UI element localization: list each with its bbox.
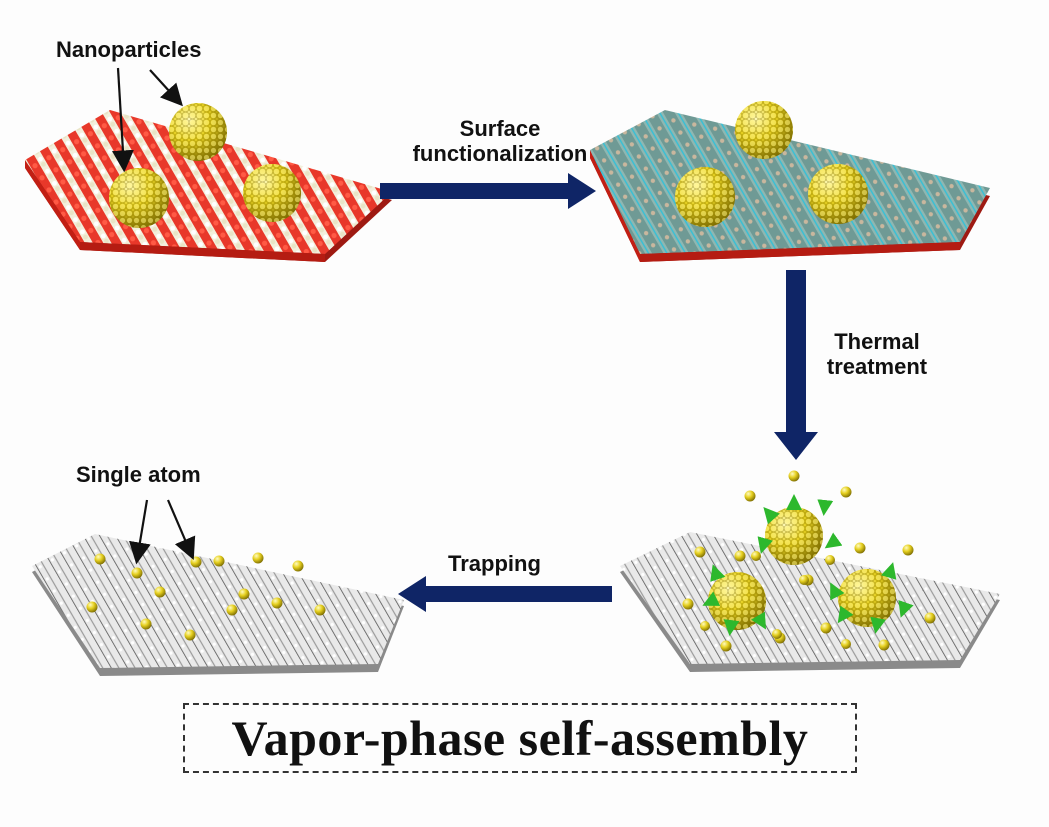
single-atom bbox=[799, 575, 809, 585]
single-atom bbox=[154, 586, 166, 598]
nanoparticle bbox=[808, 164, 868, 224]
emission-arrow bbox=[710, 564, 726, 582]
single-atom bbox=[854, 542, 866, 554]
pointer-arrow bbox=[129, 499, 151, 565]
surface-label-line2: functionalization bbox=[412, 141, 588, 167]
single-atom bbox=[840, 486, 852, 498]
trapping-label: Trapping bbox=[448, 551, 541, 576]
nanoparticles-label: Nanoparticles bbox=[56, 37, 202, 62]
single-atom bbox=[682, 598, 694, 610]
process-arrow-left bbox=[398, 576, 612, 612]
single-atom bbox=[131, 567, 143, 579]
pointer-arrow bbox=[111, 67, 134, 173]
emission-arrow bbox=[723, 619, 740, 636]
single-atom bbox=[271, 597, 283, 609]
single-atom bbox=[314, 604, 326, 616]
emission-arrow bbox=[880, 562, 897, 580]
single-atom bbox=[94, 553, 106, 565]
surface-label-line1: Surface bbox=[459, 116, 541, 141]
single-atom bbox=[902, 544, 914, 556]
pointer-arrow bbox=[166, 499, 196, 561]
single-atom bbox=[700, 621, 710, 631]
emitted-atoms bbox=[682, 470, 936, 652]
nanoparticle bbox=[243, 164, 301, 222]
single-atom bbox=[238, 588, 250, 600]
emission-arrow bbox=[702, 591, 721, 606]
emission-arrow bbox=[837, 605, 854, 624]
single-atom bbox=[825, 555, 835, 565]
single-atom bbox=[772, 629, 782, 639]
emission-arrow bbox=[824, 532, 843, 549]
nanoparticle bbox=[735, 101, 793, 159]
single-atom bbox=[140, 618, 152, 630]
single-atom bbox=[841, 639, 851, 649]
single-atom bbox=[720, 640, 732, 652]
emission-arrow bbox=[830, 582, 845, 601]
single-atoms bbox=[86, 552, 326, 641]
emission-arrow bbox=[898, 600, 914, 618]
single-atom bbox=[213, 555, 225, 567]
thermal-treatment-label: Thermal treatment bbox=[812, 329, 942, 380]
single-atom bbox=[252, 552, 264, 564]
nanoparticle bbox=[708, 572, 766, 630]
single-atom-label: Single atom bbox=[76, 462, 201, 487]
nanoparticle bbox=[169, 103, 227, 161]
nanoparticle bbox=[838, 569, 896, 627]
pointer-arrow bbox=[149, 69, 183, 107]
single-atom bbox=[751, 551, 761, 561]
single-atom bbox=[820, 622, 832, 634]
thermal-label-line2: treatment bbox=[826, 354, 928, 380]
single-atom bbox=[734, 550, 746, 562]
nanoparticle bbox=[109, 168, 169, 228]
nanoparticle bbox=[765, 507, 823, 565]
nanoparticle bbox=[675, 167, 735, 227]
single-atom bbox=[788, 470, 800, 482]
single-atom bbox=[694, 546, 706, 558]
single-atom bbox=[744, 490, 756, 502]
single-atom bbox=[86, 601, 98, 613]
process-arrow-down bbox=[774, 270, 818, 460]
emission-arrow bbox=[870, 616, 887, 634]
single-atom bbox=[924, 612, 936, 624]
process-arrow-right bbox=[380, 173, 596, 209]
surface-functionalization-label: Surface functionalization bbox=[405, 116, 595, 167]
title-box: Vapor-phase self-assembly bbox=[183, 703, 857, 773]
single-atom bbox=[292, 560, 304, 572]
single-atom bbox=[878, 639, 890, 651]
single-atom bbox=[226, 604, 238, 616]
trapped-substrate bbox=[32, 534, 404, 676]
emission-arrow bbox=[763, 507, 780, 525]
single-atom bbox=[190, 556, 202, 568]
emission-arrow bbox=[751, 611, 767, 630]
emission-arrow bbox=[757, 536, 773, 554]
diagram-title: Vapor-phase self-assembly bbox=[231, 710, 809, 766]
single-atom bbox=[184, 629, 196, 641]
thermal-label-line1: Thermal bbox=[834, 329, 920, 354]
